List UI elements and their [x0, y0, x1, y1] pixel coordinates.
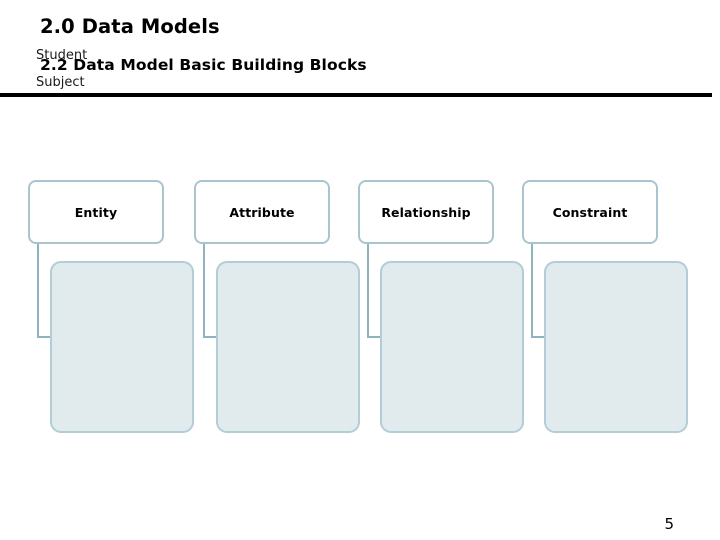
header-card-label: Entity: [74, 204, 118, 220]
diagram-column-relationship: Relationship: [358, 0, 558, 540]
body-card-attribute[interactable]: [216, 261, 360, 433]
diagram-column-entity: Entity Student Subject: [28, 0, 228, 540]
connector-stem: [367, 243, 369, 336]
connector-stem: [203, 243, 205, 336]
diagram-column-attribute: Attribute: [194, 0, 394, 540]
body-items-entity: Student Subject: [36, 42, 87, 96]
body-card-entity[interactable]: [50, 261, 194, 433]
header-card-constraint[interactable]: Constraint: [522, 180, 658, 244]
page-title: 2.0 Data Models: [40, 15, 220, 38]
header-card-label: Relationship: [381, 204, 471, 220]
diagram-column-constraint: Constraint: [522, 0, 720, 540]
list-item: Subject: [36, 75, 85, 90]
body-card-constraint[interactable]: [544, 261, 688, 433]
header-card-relationship[interactable]: Relationship: [358, 180, 494, 244]
page-number: 5: [664, 515, 674, 533]
title-divider: [0, 93, 712, 97]
page-subtitle: 2.2 Data Model Basic Building Blocks: [40, 56, 367, 74]
header-card-entity[interactable]: Entity: [28, 180, 164, 244]
header-card-label: Attribute: [229, 204, 295, 220]
connector-stem: [37, 243, 39, 336]
list-item: Student: [36, 48, 88, 63]
body-card-relationship[interactable]: [380, 261, 524, 433]
connector-stem: [531, 243, 533, 336]
header-card-label: Constraint: [552, 204, 628, 220]
header-card-attribute[interactable]: Attribute: [194, 180, 330, 244]
